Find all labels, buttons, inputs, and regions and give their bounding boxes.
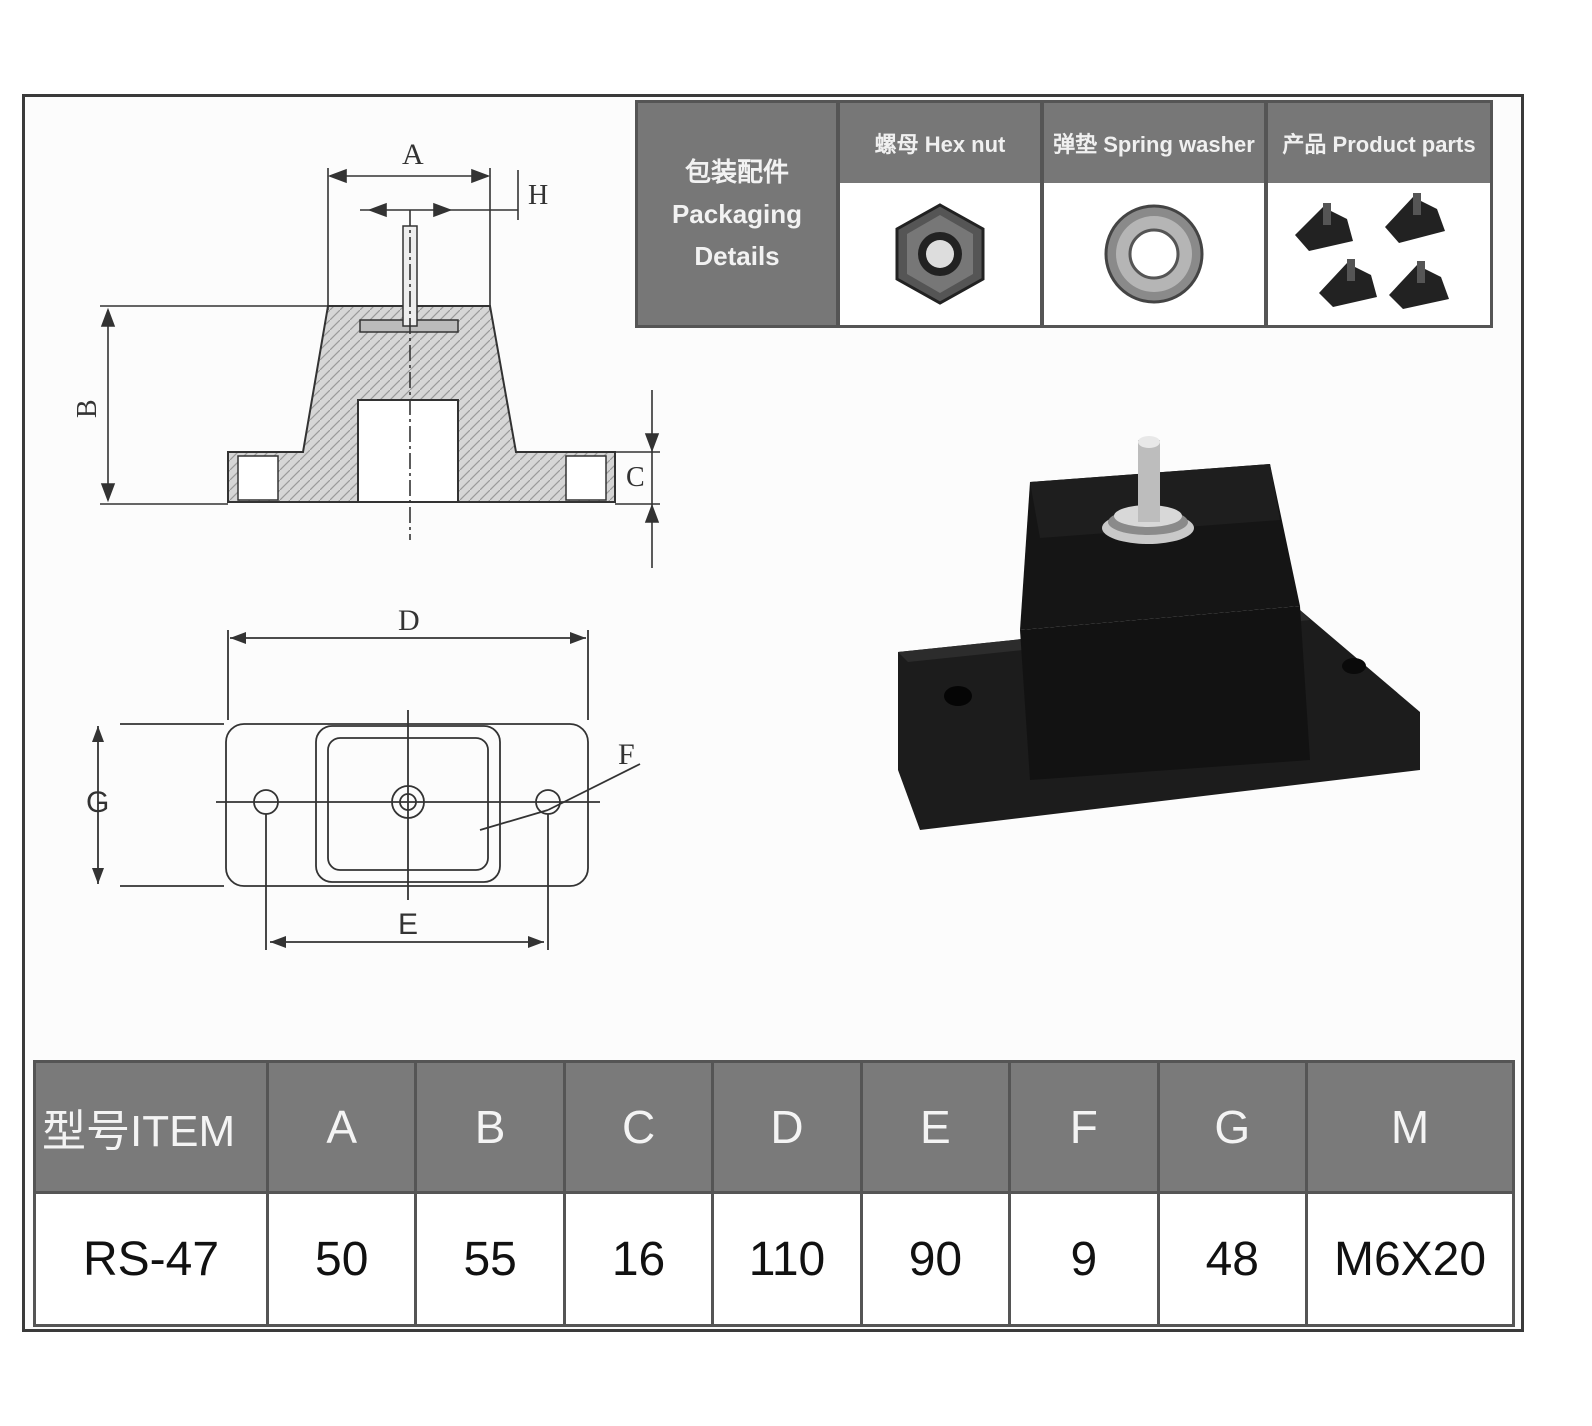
spec-value-d: 110: [711, 1191, 863, 1327]
spring-washer-icon: [1104, 204, 1204, 304]
accessory-spring-washer: 弹垫 Spring washer: [1040, 103, 1264, 325]
dim-label-B: B: [72, 399, 103, 418]
accessory-product-parts: 产品 Product parts: [1264, 103, 1490, 325]
spec-value-e: 90: [859, 1191, 1012, 1327]
spec-value-f: 9: [1008, 1191, 1160, 1327]
packaging-header-line-2: Packaging: [671, 199, 803, 229]
spec-header-a: A: [265, 1060, 418, 1194]
spec-table-header-row: 型号ITEM A B C D E F G M: [33, 1060, 1515, 1194]
dim-label-F: F: [618, 738, 635, 771]
packaging-header-line-1: 包装配件: [684, 157, 789, 187]
spec-value-a: 50: [265, 1191, 418, 1327]
packaging-details-panel: 包装配件 Packaging Details 螺母 Hex nut 弹垫 Spr…: [635, 100, 1493, 328]
spec-header-m: M: [1305, 1060, 1515, 1194]
product-photo: [898, 436, 1420, 830]
spec-header-e: E: [859, 1060, 1012, 1194]
side-section-drawing: A H B C: [72, 138, 660, 568]
accessory-label: 弹垫 Spring washer: [1044, 103, 1264, 183]
accessory-label: 产品 Product parts: [1268, 103, 1490, 183]
spec-table-row: RS-47 50 55 16 110 90 9 48 M6X20: [33, 1191, 1515, 1327]
spec-header-g: G: [1156, 1060, 1309, 1194]
accessory-hex-nut: 螺母 Hex nut: [836, 103, 1040, 325]
spec-header-b: B: [414, 1060, 566, 1194]
hex-nut-icon: [895, 203, 985, 305]
mount-section-body: [227, 225, 616, 503]
dim-label-A: A: [402, 138, 424, 171]
spec-value-g: 48: [1156, 1191, 1309, 1327]
dim-label-C: C: [626, 462, 645, 493]
top-view-drawing: D G E F: [86, 604, 641, 950]
dim-label-G: G: [86, 786, 109, 819]
spec-value-c: 16: [562, 1191, 715, 1327]
spec-value-m: M6X20: [1305, 1191, 1515, 1327]
spec-header-c: C: [562, 1060, 715, 1194]
dim-label-D: D: [398, 604, 420, 637]
mount-parts-icon: [1295, 193, 1449, 309]
accessory-label: 螺母 Hex nut: [840, 103, 1040, 183]
dim-label-H: H: [528, 180, 548, 211]
spec-table: 型号ITEM A B C D E F G M RS-47 50 55 16 11…: [33, 1060, 1515, 1327]
spec-header-d: D: [711, 1060, 863, 1194]
packaging-header-line-3: Details: [694, 241, 780, 271]
spec-header-item: 型号ITEM: [33, 1060, 269, 1194]
spec-value-item: RS-47: [33, 1191, 269, 1327]
packaging-details-header: 包装配件 Packaging Details: [638, 103, 836, 325]
dim-label-E: E: [398, 908, 418, 941]
spec-header-f: F: [1008, 1060, 1160, 1194]
spec-value-b: 55: [414, 1191, 566, 1327]
